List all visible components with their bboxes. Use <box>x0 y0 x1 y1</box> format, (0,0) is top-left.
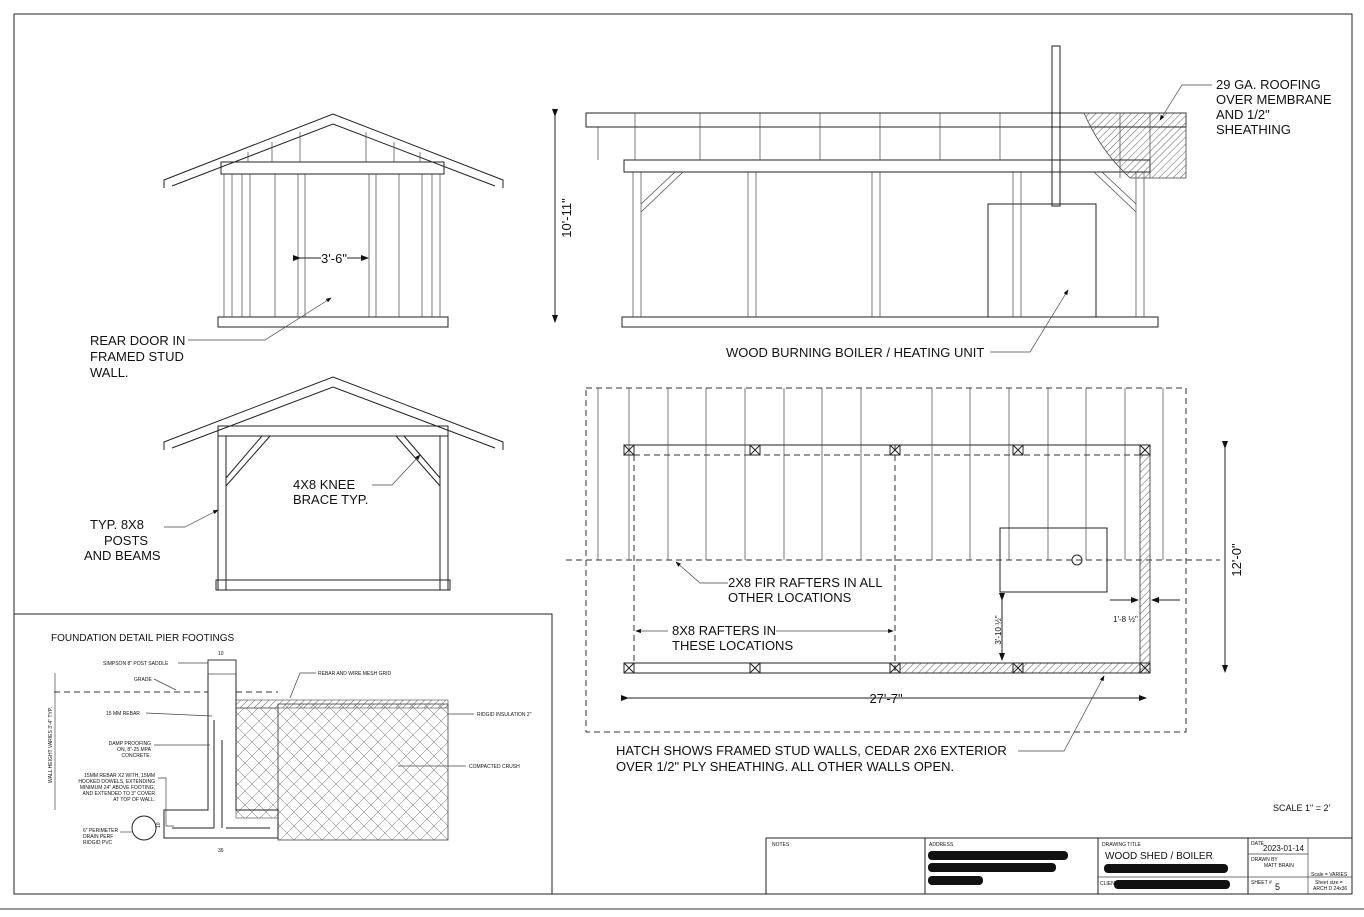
rear-door-label-3: WALL. <box>90 365 129 380</box>
fir-rafters-label-1: 2X8 FIR RAFTERS IN ALL <box>728 575 883 590</box>
drawn-by-value: MATT BRAIN <box>1264 863 1294 869</box>
drawn-by-label: DRAWN BY <box>1251 857 1278 863</box>
front-elevation: 4X8 KNEE BRACE TYP. TYP. 8X8 POSTS AND B… <box>84 376 504 591</box>
length-dimension: 27'-7" <box>869 691 903 706</box>
address-redaction-2 <box>928 863 1056 872</box>
title-redaction <box>1104 864 1228 873</box>
address-redaction-1 <box>928 851 1068 860</box>
posts-label-1: TYP. 8X8 <box>90 517 144 532</box>
plan-view: 3'-10 ½" 1'-8 ½" 12'-0" 27'-7" 2X8 FIR R… <box>566 387 1244 774</box>
client-label: CLIENT <box>1100 881 1118 887</box>
footing-depth-dim: 10 <box>156 822 162 828</box>
rear-door-label-1: REAR DOOR IN <box>90 333 185 348</box>
rafters-8x8-label-1: 8X8 RAFTERS IN <box>672 623 776 638</box>
roofing-label-1: 29 GA. ROOFING <box>1216 77 1321 92</box>
fir-rafters-label-2: OTHER LOCATIONS <box>728 590 852 605</box>
damp-proofing-label-2: ON, 8"-25 MPA <box>117 747 152 753</box>
width-dimension: 12'-0" <box>1229 543 1244 577</box>
rebar-x2-label-2: HOOKED DOWELS, EXTENDING <box>78 779 155 785</box>
rebar-x2-label-1: 15MM REBAR X2 WITH, 15MM <box>84 773 155 779</box>
sheet-number: 5 <box>1275 882 1280 892</box>
rebar-mesh-label: REBAR AND WIRE MESH GRID <box>318 671 391 677</box>
title-block: NOTES ADDRESS DRAWING TITLE WOOD SHED / … <box>765 837 1353 895</box>
door-width-dimension: 3'-6" <box>321 251 347 266</box>
address-label: ADDRESS <box>929 842 954 848</box>
posts-label-2: POSTS <box>104 533 148 548</box>
foundation-title: FOUNDATION DETAIL PIER FOOTINGS <box>51 633 234 644</box>
rebar-x2-label-4: AND EXTENDED TO 3" COVER <box>83 791 156 797</box>
foundation-detail: FOUNDATION DETAIL PIER FOOTINGS WALL HEI… <box>13 613 553 895</box>
compacted-crush-label: COMPACTED CRUSH <box>469 764 520 770</box>
date-label: DATE <box>1251 841 1265 847</box>
rear-elevation: 3'-6" REAR DOOR IN FRAMED STUD WALL. <box>90 113 504 380</box>
drain-label-3: RIDGID PVC <box>83 840 113 846</box>
boiler-offset-dim: 3'-10 ½" <box>994 615 1003 644</box>
footing-width-dim: 36 <box>218 848 224 854</box>
sheet-border <box>13 13 1353 895</box>
sheet-size-line-1: Sheet size = <box>1315 880 1343 886</box>
knee-brace-label-1: 4X8 KNEE <box>293 477 355 492</box>
hatch-note-1: HATCH SHOWS FRAMED STUD WALLS, CEDAR 2X6… <box>616 743 1007 758</box>
roofing-label-2: OVER MEMBRANE <box>1216 92 1332 107</box>
sheet-number-label: SHEET # <box>1251 880 1272 886</box>
grade-label: GRADE <box>134 677 152 683</box>
drawing-title-line-1: WOOD SHED / BOILER <box>1105 851 1213 862</box>
knee-brace-label-2: BRACE TYP. <box>293 492 368 507</box>
rafters-8x8-label-2: THESE LOCATIONS <box>672 638 793 653</box>
damp-proofing-label-3: CONCRETE. <box>122 753 151 759</box>
drain-label-2: DRAIN PERF <box>83 834 113 840</box>
drain-label-1: 6" PERIMETER <box>83 828 119 834</box>
simpson-saddle-label: SIMPSON 8" POST SADDLE <box>103 661 169 667</box>
roofing-label-3: AND 1/2" <box>1216 107 1270 122</box>
rebar-x2-label-3: MINIMUM 24" ABOVE FOOTING, <box>80 785 155 791</box>
sheet-size-line-2: ARCH D 24x36 <box>1313 886 1347 892</box>
date-value: 2023-01-14 <box>1263 844 1304 853</box>
address-redaction-3 <box>928 876 983 885</box>
scale-label: SCALE 1" = 2' <box>1273 803 1330 813</box>
boiler-label: WOOD BURNING BOILER / HEATING UNIT <box>726 345 984 360</box>
scale-note: Scale = VARIES <box>1311 872 1348 878</box>
insulation-label: RIDGID INSULATION 2" <box>477 712 532 718</box>
rebar-x2-label-5: AT TOP OF WALL. <box>113 797 155 803</box>
client-redaction <box>1114 880 1230 889</box>
boiler-side-dim: 1'-8 ½" <box>1113 615 1138 624</box>
hatch-note-2: OVER 1/2" PLY SHEATHING. ALL OTHER WALLS… <box>616 759 954 774</box>
height-dimension: 10'-11" <box>559 198 574 238</box>
notes-label: NOTES <box>772 842 790 848</box>
rebar-15mm-label: 15 MM REBAR <box>106 711 140 717</box>
roofing-label-4: SHEATHING <box>1216 122 1291 137</box>
damp-proofing-label-1: DAMP PROOFING <box>109 741 152 747</box>
drawing-title-label: DRAWING TITLE <box>1102 842 1142 848</box>
wall-height-note: WALL HEIGHT VARIES 3'-4" TYP. <box>48 707 54 783</box>
posts-label-3: AND BEAMS <box>84 548 161 563</box>
saddle-dim: 10 <box>218 651 224 657</box>
rear-door-label-2: FRAMED STUD <box>90 349 184 364</box>
side-elevation: 10'-11" 29 GA. ROOFING OVER MEMBRANE AND… <box>552 45 1332 360</box>
